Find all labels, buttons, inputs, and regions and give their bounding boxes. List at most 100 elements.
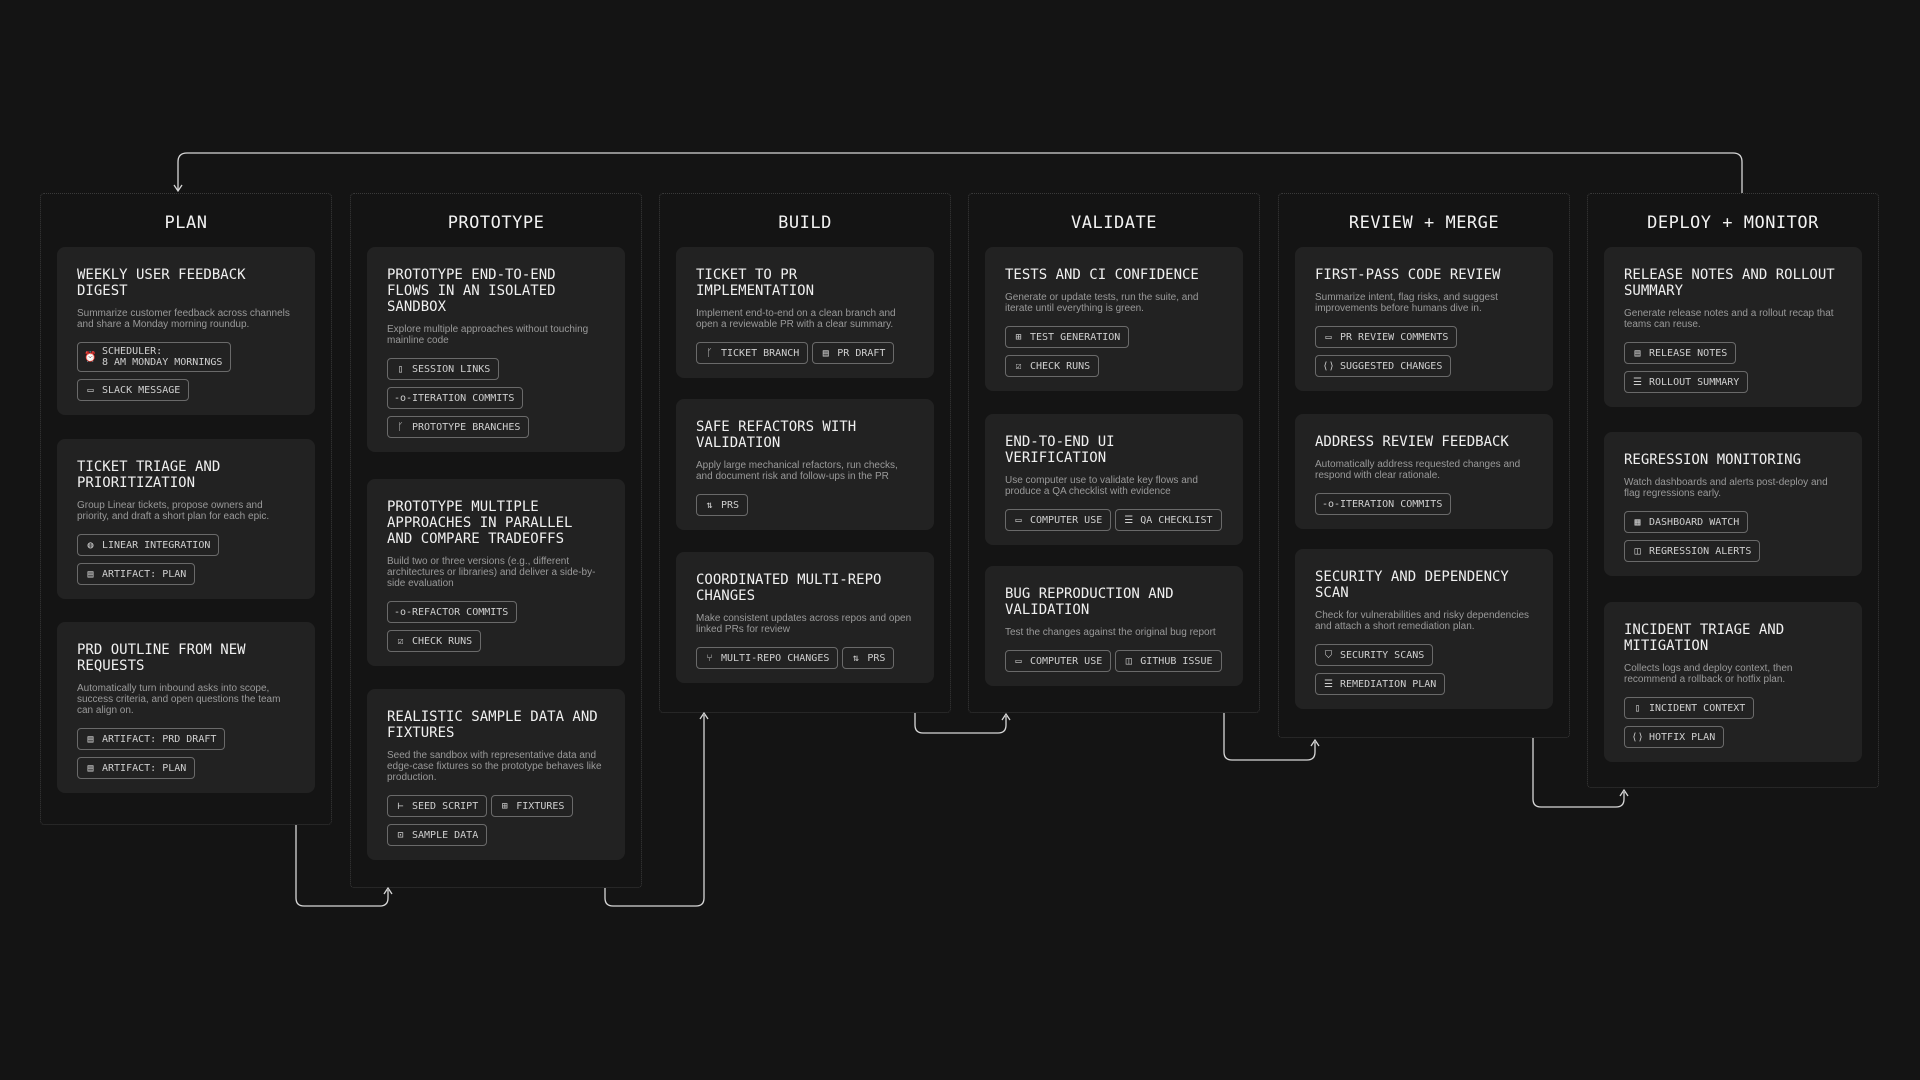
build-to-validate-connector	[914, 713, 1007, 734]
card-tags: ⇅ PRS	[696, 494, 914, 516]
card-tags: ⊢ SEED SCRIPT ⊞FIXTURES⊡SAMPLE DATA	[387, 795, 605, 846]
validate-to-review-arrowhead	[1310, 738, 1320, 747]
list-icon: ☰	[1124, 514, 1134, 526]
tag-chip[interactable]: ▤ARTIFACT: PRD DRAFT	[77, 728, 226, 750]
workflow-card[interactable]: TICKET TO PR IMPLEMENTATION Implement end…	[676, 247, 934, 378]
tag-chip[interactable]: ☰ROLLOUT SUMMARY	[1624, 371, 1749, 393]
tag-chip[interactable]: ☰ QA CHECKLIST	[1115, 509, 1222, 531]
tag-chip[interactable]: ◍ LINEAR INTEGRATION	[77, 534, 220, 556]
tag-chip[interactable]: ⑂MULTI-REPO CHANGES	[696, 647, 839, 669]
card-tags: ⏰SCHEDULER: 8 AM MONDAY MORNINGS ▭SLACK M…	[77, 342, 295, 401]
tag-chip[interactable]: ☑CHECK RUNS	[1005, 355, 1100, 377]
tag-label: PRS	[867, 652, 886, 664]
tag-label: SEED SCRIPT	[412, 800, 479, 812]
tag-chip[interactable]: -o-REFACTOR COMMITS	[387, 601, 518, 623]
tag-chip[interactable]: ⇅ PRS	[696, 494, 749, 516]
workflow-card[interactable]: PROTOTYPE MULTIPLE APPROACHES IN PARALLE…	[367, 479, 625, 666]
tag-label: COMPUTER USE	[1030, 514, 1103, 526]
card-description: Test the changes against the original bu…	[1005, 627, 1216, 638]
tag-chip[interactable]: ⊡SAMPLE DATA	[387, 824, 488, 846]
stage-title: VALIDATE	[1071, 213, 1157, 233]
tag-chip[interactable]: ◫REGRESSION ALERTS	[1624, 540, 1761, 562]
prototype-to-build-arrowhead	[699, 711, 709, 720]
tag-chip[interactable]: ⊞FIXTURES	[491, 795, 574, 817]
tag-label: CHECK RUNS	[412, 635, 473, 647]
card-description: Generate or update tests, run the suite,…	[1005, 292, 1199, 314]
tag-label: ITERATION COMMITS	[412, 392, 515, 404]
feedback-loop-arrowhead	[173, 184, 183, 193]
shield-icon: ⛉	[1324, 649, 1333, 661]
workflow-card[interactable]: PROTOTYPE END-TO-END FLOWS IN AN ISOLATE…	[367, 247, 625, 452]
linear-logo-icon: ◍	[87, 539, 94, 551]
tag-chip[interactable]: ▭PR REVIEW COMMENTS	[1315, 326, 1458, 348]
tag-chip[interactable]: ⏰SCHEDULER: 8 AM MONDAY MORNINGS	[77, 342, 232, 372]
tag-label: REMEDIATION PLAN	[1340, 678, 1437, 690]
tag-chip[interactable]: ▤ ARTIFACT: PLAN	[77, 563, 196, 585]
stage-title: PLAN	[164, 213, 208, 233]
tag-chip[interactable]: ▯INCIDENT CONTEXT	[1624, 697, 1755, 719]
tag-chip[interactable]: ▯SESSION LINKS	[387, 358, 500, 380]
tag-chip[interactable]: -o-ITERATION COMMITS	[1315, 493, 1452, 515]
card-title: REALISTIC SAMPLE DATA AND FIXTURES	[387, 709, 598, 741]
tag-chip[interactable]: ▭COMPUTER USE	[1005, 650, 1112, 672]
tag-chip[interactable]: ⇅PRS	[842, 647, 895, 669]
tag-chip[interactable]: ☰REMEDIATION PLAN	[1315, 673, 1446, 695]
card-description: Explore multiple approaches without touc…	[387, 324, 589, 346]
feedback-loop-connector	[177, 152, 1743, 193]
tag-chip[interactable]: ⛉SECURITY SCANS	[1315, 644, 1434, 666]
tag-chip[interactable]: ⊢ SEED SCRIPT	[387, 795, 488, 817]
tag-chip[interactable]: ▤PR DRAFT	[812, 342, 895, 364]
tag-chip[interactable]: ⟨⟩SUGGESTED CHANGES	[1315, 355, 1452, 377]
monitor-icon: ▭	[1015, 655, 1022, 667]
tag-chip[interactable]: ▭COMPUTER USE	[1005, 509, 1112, 531]
card-title: BUG REPRODUCTION AND VALIDATION	[1005, 586, 1174, 618]
tag-chip[interactable]: ☑CHECK RUNS	[387, 630, 482, 652]
tag-chip[interactable]: -o-ITERATION COMMITS	[387, 387, 524, 409]
tag-label: QA CHECKLIST	[1140, 514, 1213, 526]
alert-icon: ◫	[1634, 545, 1641, 557]
tag-chip[interactable]: ▦DASHBOARD WATCH	[1624, 511, 1749, 533]
card-description: Apply large mechanical refactors, run ch…	[696, 460, 898, 482]
card-description: Make consistent updates across repos and…	[696, 613, 912, 635]
tag-chip[interactable]: ▭SLACK MESSAGE	[77, 379, 190, 401]
tag-chip[interactable]: ◫GITHUB ISSUE	[1115, 650, 1222, 672]
branch-icon: ᚴ	[397, 421, 404, 433]
pull-request-icon: ⇅	[706, 499, 713, 511]
tag-chip[interactable]: ▤ARTIFACT: PLAN	[77, 757, 196, 779]
document-icon: ▤	[87, 568, 94, 580]
commit-icon: -o-	[394, 606, 413, 618]
tag-chip[interactable]: ⟨⟩HOTFIX PLAN	[1624, 726, 1725, 748]
card-title: COORDINATED MULTI-REPO CHANGES	[696, 572, 882, 604]
tag-chip[interactable]: ⊞TEST GENERATION	[1005, 326, 1130, 348]
workflow-card[interactable]: COORDINATED MULTI-REPO CHANGES Make consi…	[676, 552, 934, 683]
tag-chip[interactable]: ▤RELEASE NOTES	[1624, 342, 1737, 364]
merge-icon: ⑂	[706, 652, 713, 664]
workflow-card[interactable]: BUG REPRODUCTION AND VALIDATION Test the …	[985, 566, 1243, 686]
tag-label: LINEAR INTEGRATION	[102, 539, 211, 551]
tree-icon: ⊢	[397, 800, 404, 812]
tag-label: PRS	[721, 499, 740, 511]
code-icon: ⟨⟩	[1322, 360, 1335, 372]
card-title: INCIDENT TRIAGE AND MITIGATION	[1624, 622, 1785, 654]
card-title: TICKET TRIAGE AND PRIORITIZATION	[77, 459, 221, 491]
tag-label: ARTIFACT: PLAN	[102, 568, 187, 580]
card-description: Implement end-to-end on a clean branch a…	[696, 308, 896, 330]
card-title: TICKET TO PR IMPLEMENTATION	[696, 267, 815, 299]
